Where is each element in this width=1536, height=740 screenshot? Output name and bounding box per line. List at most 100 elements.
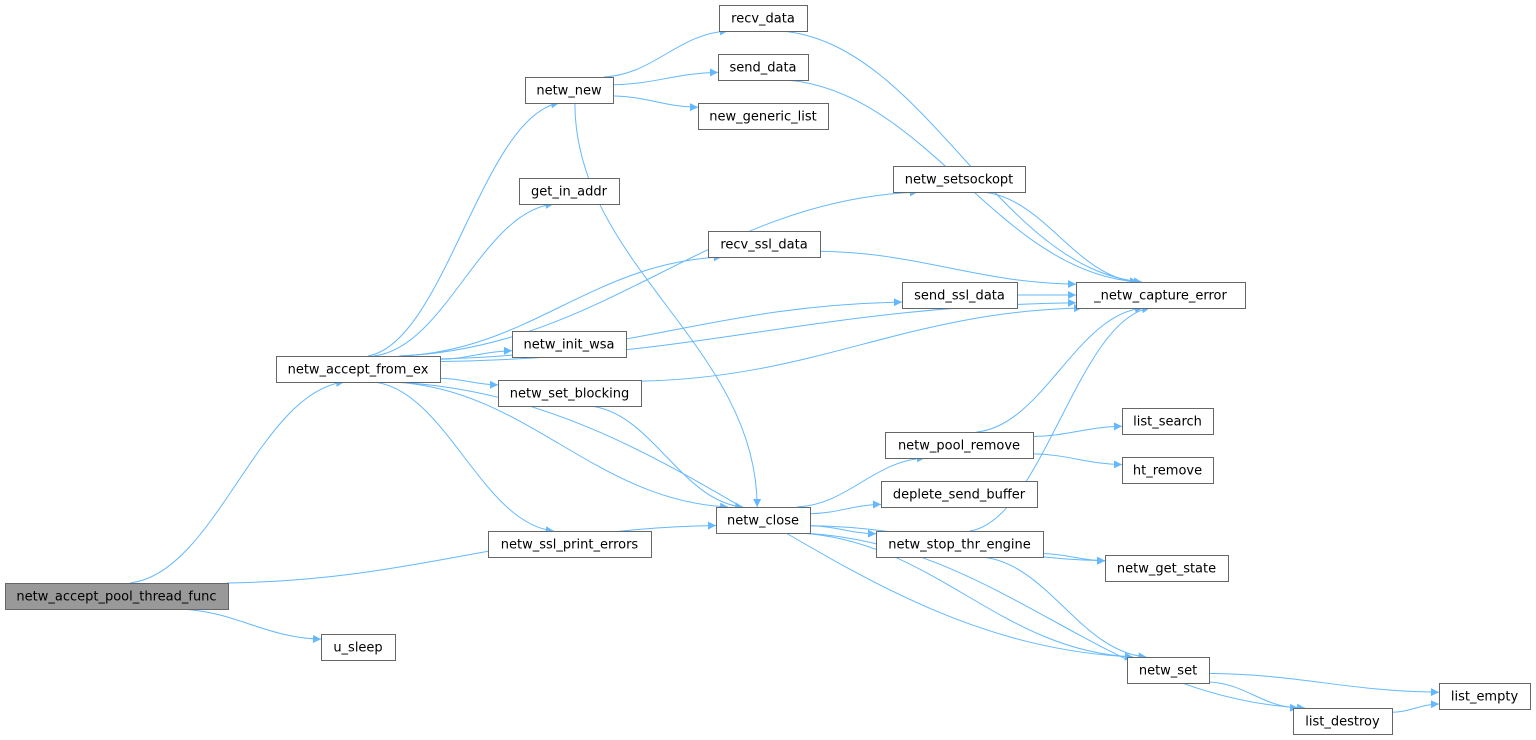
node-box	[718, 54, 809, 81]
node-box	[708, 231, 821, 258]
node-box	[876, 531, 1044, 558]
node-label: netw_accept_pool_thread_func	[16, 590, 216, 605]
edge-pool-to-u_sleep	[178, 608, 322, 643]
node-box	[276, 356, 441, 383]
node-pool[interactable]: netw_accept_pool_thread_func	[5, 583, 229, 610]
node-list_search[interactable]: list_search	[1122, 408, 1214, 435]
node-ht_remove[interactable]: ht_remove	[1122, 457, 1214, 484]
node-label: netw_pool_remove	[898, 439, 1020, 454]
edge-set_blocking-to-close	[589, 405, 744, 511]
node-u_sleep[interactable]: u_sleep	[321, 634, 396, 661]
edge-stop_thr-to-capture	[969, 305, 1151, 532]
node-label: recv_ssl_data	[720, 238, 807, 253]
node-recv_data[interactable]: recv_data	[719, 5, 808, 32]
node-send_ssl[interactable]: send_ssl_data	[902, 282, 1018, 309]
node-box	[5, 583, 229, 610]
edge-netw_new-to-recv_data	[604, 27, 728, 78]
node-new_generic_list[interactable]: new_generic_list	[698, 103, 829, 130]
node-get_in_addr[interactable]: get_in_addr	[519, 178, 620, 205]
edge-setsockopt-to-capture	[981, 191, 1138, 286]
node-stop_thr[interactable]: netw_stop_thr_engine	[876, 531, 1044, 558]
node-netw_set[interactable]: netw_set	[1127, 657, 1210, 684]
node-box	[1127, 657, 1210, 684]
node-get_state[interactable]: netw_get_state	[1105, 555, 1229, 582]
node-box	[902, 282, 1018, 309]
node-label: netw_accept_from_ex	[288, 363, 429, 378]
node-box	[719, 5, 808, 32]
edge-accept-to-close	[392, 381, 729, 511]
node-netw_new[interactable]: netw_new	[525, 77, 614, 104]
edge-close-to-list_destroy	[800, 532, 1306, 712]
node-label: list_empty	[1451, 690, 1519, 705]
node-deplete[interactable]: deplete_send_buffer	[881, 481, 1038, 508]
edge-list_destroy-to-list_empty	[1391, 700, 1440, 713]
node-label: netw_close	[727, 514, 799, 529]
edge-pool_remove-to-capture	[976, 304, 1144, 433]
edge-netw_set-to-list_destroy	[1208, 681, 1299, 712]
node-capture[interactable]: _netw_capture_error	[1076, 282, 1246, 309]
edge-set_blocking-to-capture	[640, 304, 1083, 382]
edge-stop_thr-to-get_state	[1042, 553, 1106, 565]
node-label: list_destroy	[1305, 715, 1380, 730]
node-box	[321, 634, 396, 661]
node-label: recv_data	[731, 12, 795, 27]
node-box	[498, 380, 642, 407]
node-label: deplete_send_buffer	[893, 488, 1026, 503]
node-box	[1439, 683, 1531, 710]
node-label: netw_new	[536, 84, 602, 99]
edge-pool-to-close	[227, 521, 717, 584]
node-box	[698, 103, 829, 130]
node-accept[interactable]: netw_accept_from_ex	[276, 356, 441, 383]
edge-pool-to-accept	[130, 378, 345, 584]
node-box	[525, 77, 614, 104]
node-label: netw_set	[1139, 664, 1197, 679]
node-send_data[interactable]: send_data	[718, 54, 809, 81]
edge-netw_new-to-new_generic_list	[612, 95, 699, 112]
node-label: netw_get_state	[1117, 562, 1216, 577]
node-label: _netw_capture_error	[1093, 289, 1227, 304]
node-label: send_data	[729, 61, 796, 76]
node-list_empty[interactable]: list_empty	[1439, 683, 1531, 710]
node-recv_ssl[interactable]: recv_ssl_data	[708, 231, 821, 258]
edge-netw_new-to-close	[574, 102, 762, 508]
node-box	[885, 432, 1034, 459]
node-pool_remove[interactable]: netw_pool_remove	[885, 432, 1034, 459]
node-box	[716, 507, 811, 534]
edge-close-to-deplete	[809, 500, 882, 515]
node-label: netw_init_wsa	[524, 338, 615, 353]
node-label: u_sleep	[333, 641, 382, 656]
edge-accept-to-set_blocking	[439, 377, 499, 389]
edge-accept-to-ssl_print	[373, 381, 554, 535]
node-box	[519, 178, 620, 205]
node-label: send_ssl_data	[914, 289, 1005, 304]
edge-accept-to-send_ssl	[439, 298, 903, 360]
node-ssl_print[interactable]: netw_ssl_print_errors	[488, 531, 652, 558]
node-box	[1122, 457, 1214, 484]
node-close[interactable]: netw_close	[716, 507, 811, 534]
node-box	[1105, 555, 1229, 582]
edge-netw_set-to-list_empty	[1208, 672, 1440, 697]
node-setsockopt[interactable]: netw_setsockopt	[893, 166, 1026, 193]
edge-stop_thr-to-netw_set	[980, 556, 1147, 661]
node-init_wsa[interactable]: netw_init_wsa	[512, 331, 627, 358]
node-box	[893, 166, 1026, 193]
node-box	[1122, 408, 1214, 435]
node-label: get_in_addr	[531, 185, 608, 200]
node-box	[881, 481, 1038, 508]
edge-accept-to-get_in_addr	[373, 200, 554, 357]
node-list_destroy[interactable]: list_destroy	[1293, 708, 1393, 735]
edge-accept-to-netw_new	[367, 100, 560, 357]
edge-recv_ssl-to-capture	[819, 250, 1077, 288]
node-label: ht_remove	[1133, 464, 1202, 479]
node-label: netw_ssl_print_errors	[501, 538, 639, 553]
node-label: netw_setsockopt	[905, 173, 1014, 188]
node-box	[488, 531, 652, 558]
node-box	[1293, 708, 1393, 735]
node-box	[512, 331, 627, 358]
node-label: list_search	[1133, 415, 1202, 430]
node-box	[1076, 282, 1246, 309]
edge-recv_data-to-capture	[781, 30, 1142, 286]
node-set_blocking[interactable]: netw_set_blocking	[498, 380, 642, 407]
node-label: netw_stop_thr_engine	[888, 538, 1031, 553]
